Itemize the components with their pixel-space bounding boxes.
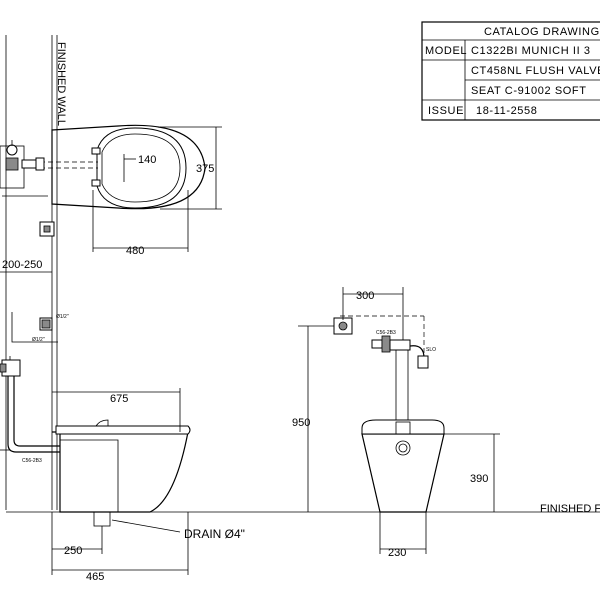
dim-200-250: 200-250 [2, 259, 42, 271]
finished-wall-label: FINISHED WALL [55, 42, 67, 126]
dim-465: 465 [86, 571, 104, 583]
issue-value: 18-11-2558 [476, 105, 537, 117]
title-block-frame [421, 21, 600, 121]
toilet-body-side [52, 431, 189, 513]
valve-plan-view [0, 140, 55, 237]
side-view: Ø1/2" Ø1/2" C56-2B3 FINISHED F DRAIN Ø4"… [0, 312, 600, 583]
valve-tag: SLO [426, 347, 436, 353]
finished-wall: FINISHED WALL [5, 35, 67, 510]
dim-250: 250 [64, 545, 82, 557]
issue-label: ISSUE [428, 105, 464, 117]
seat-side [55, 425, 191, 435]
supply-pipe-side: Ø1/2" Ø1/2" C56-2B3 [0, 312, 69, 464]
flush-valve-front: C56-2B3 SLO [371, 330, 436, 423]
dim-300: 300 [356, 290, 374, 302]
toilet-body-front [361, 433, 445, 513]
flush-pipe-tag: C56-2B3 [22, 458, 42, 464]
dim-375: 375 [196, 163, 214, 175]
dim-675: 675 [110, 393, 128, 405]
dim-140: 140 [138, 154, 156, 166]
top-view: 140 375 480 200-250 [0, 124, 222, 273]
flush-valve-value: CT458NL FLUSH VALVE [471, 65, 600, 77]
finished-floor-label: FINISHED F [540, 503, 600, 515]
seat-value: SEAT C-91002 SOFT [471, 85, 587, 97]
pipe-size-left: Ø1/2" [32, 337, 45, 343]
model-value: C1322BI MUNICH II 3 [471, 45, 591, 57]
drain-label: DRAIN Ø4" [184, 527, 245, 541]
front-view: C56-2B3 SLO 300 950 390 230 [292, 287, 500, 559]
bowl-outline-top [51, 124, 206, 210]
title-block-header: CATALOG DRAWING [484, 26, 600, 38]
dim-950: 950 [292, 417, 310, 429]
seat-top [96, 127, 187, 209]
dim-480: 480 [126, 245, 144, 257]
title-block: CATALOG DRAWING MODEL C1322BI MUNICH II … [421, 21, 600, 121]
dim-390: 390 [470, 473, 488, 485]
model-label: MODEL [425, 45, 467, 57]
seat-front [361, 419, 445, 435]
dim-230: 230 [388, 547, 406, 559]
pipe-size-top: Ø1/2" [56, 314, 69, 320]
valve-pipe-tag: C56-2B3 [376, 330, 396, 336]
